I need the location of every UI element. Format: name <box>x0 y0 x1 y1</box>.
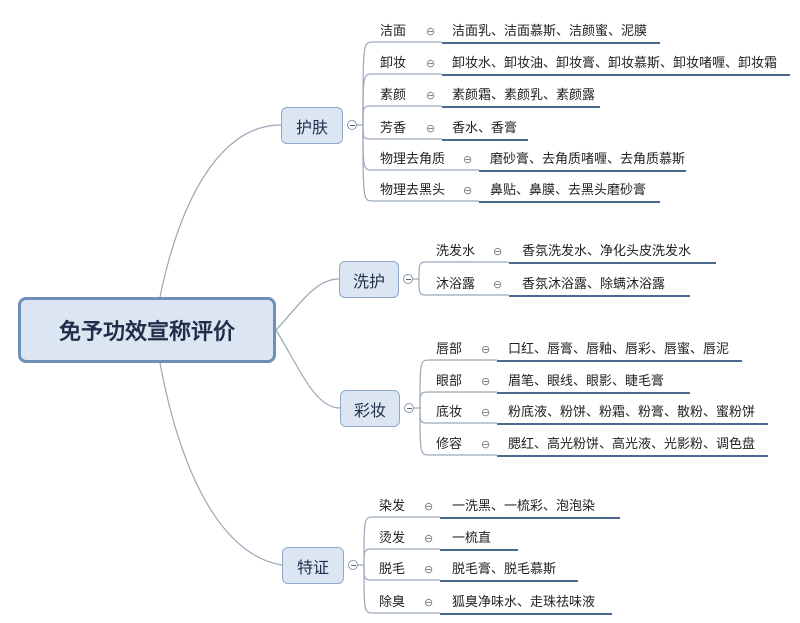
child-node-label[interactable]: 沐浴露 <box>436 277 476 292</box>
child-node-label[interactable]: 卸妆 <box>380 56 407 71</box>
child-node-label[interactable]: 物理去角质 <box>380 152 446 167</box>
connector-line <box>419 391 431 409</box>
branch-node-2[interactable]: 洗护 <box>339 261 399 298</box>
connector-line <box>419 407 431 424</box>
leaf-node-label[interactable]: 香氛沐浴露、除螨沐浴露 <box>522 277 666 292</box>
minus-circle-icon[interactable]: ⊖ <box>493 245 503 258</box>
connector-line <box>363 516 375 566</box>
branch-node-label: 特证 <box>296 557 329 577</box>
collapse-toggle-icon[interactable] <box>403 274 413 284</box>
child-node-label[interactable]: 修容 <box>436 437 463 452</box>
child-node-label[interactable]: 洁面 <box>380 24 407 39</box>
minus-circle-icon[interactable]: ⊖ <box>426 57 436 70</box>
leaf-node-label[interactable]: 香水、香膏 <box>452 121 518 136</box>
minus-circle-icon[interactable]: ⊖ <box>493 278 503 291</box>
connector-line <box>362 124 374 202</box>
connector-line <box>275 329 341 409</box>
child-node-label[interactable]: 芳香 <box>380 121 407 136</box>
connector-line <box>362 124 374 171</box>
leaf-node-label[interactable]: 一梳直 <box>452 531 492 546</box>
child-node-label[interactable]: 烫发 <box>379 531 406 546</box>
minus-circle-icon[interactable]: ⊖ <box>481 343 491 356</box>
leaf-node-label[interactable]: 一洗黑、一梳彩、泡泡染 <box>452 499 596 514</box>
minus-circle-icon[interactable]: ⊖ <box>424 532 434 545</box>
leaf-node-label[interactable]: 磨砂膏、去角质啫喱、去角质慕斯 <box>490 152 686 167</box>
minus-circle-icon[interactable]: ⊖ <box>426 25 436 38</box>
child-node-label[interactable]: 底妆 <box>436 405 463 420</box>
connector-line <box>363 564 375 581</box>
connector-line <box>362 124 374 140</box>
connector-line <box>419 407 431 456</box>
child-node-label[interactable]: 唇部 <box>436 342 463 357</box>
connector-line <box>363 564 375 614</box>
branch-node-4[interactable]: 特证 <box>282 547 344 584</box>
child-node-label[interactable]: 除臭 <box>379 595 406 610</box>
leaf-node-label[interactable]: 鼻贴、鼻膜、去黑头磨砂膏 <box>490 183 647 198</box>
connector-line <box>363 548 375 566</box>
minus-circle-icon[interactable]: ⊖ <box>481 438 491 451</box>
minus-circle-icon[interactable]: ⊖ <box>463 153 473 166</box>
connector-line <box>418 278 430 296</box>
collapse-toggle-icon[interactable] <box>404 403 414 413</box>
root-node[interactable]: 免予功效宣称评价 <box>18 297 276 363</box>
leaf-node-label[interactable]: 卸妆水、卸妆油、卸妆膏、卸妆慕斯、卸妆啫喱、卸妆霜 <box>452 56 778 71</box>
connector-line <box>159 362 283 566</box>
leaf-node-label[interactable]: 素颜霜、素颜乳、素颜露 <box>452 88 596 103</box>
minus-circle-icon[interactable]: ⊖ <box>424 500 434 513</box>
leaf-node-label[interactable]: 狐臭净味水、走珠祛味液 <box>452 595 596 610</box>
connector-line <box>418 261 430 280</box>
leaf-node-label[interactable]: 洁面乳、洁面慕斯、洁颜蜜、泥膜 <box>452 24 648 39</box>
connector-line <box>362 105 374 126</box>
branch-node-1[interactable]: 护肤 <box>281 107 343 144</box>
branch-node-label: 彩妆 <box>353 400 386 420</box>
leaf-node-label[interactable]: 粉底液、粉饼、粉霜、粉膏、散粉、蜜粉饼 <box>508 405 756 420</box>
minus-circle-icon[interactable]: ⊖ <box>424 563 434 576</box>
minus-circle-icon[interactable]: ⊖ <box>481 375 491 388</box>
leaf-node-label[interactable]: 眉笔、眼线、眼影、睫毛膏 <box>508 374 665 389</box>
child-node-label[interactable]: 眼部 <box>436 374 463 389</box>
connector-line <box>419 359 431 409</box>
child-node-label[interactable]: 染发 <box>379 499 406 514</box>
connector-line <box>159 124 282 298</box>
child-node-label[interactable]: 物理去黑头 <box>380 183 446 198</box>
minus-circle-icon[interactable]: ⊖ <box>424 596 434 609</box>
minus-circle-icon[interactable]: ⊖ <box>426 89 436 102</box>
leaf-node-label[interactable]: 脱毛膏、脱毛慕斯 <box>452 562 557 577</box>
child-node-label[interactable]: 脱毛 <box>379 562 406 577</box>
minus-circle-icon[interactable]: ⊖ <box>481 406 491 419</box>
leaf-node-label[interactable]: 口红、唇膏、唇釉、唇彩、唇蜜、唇泥 <box>508 342 730 357</box>
leaf-node-label[interactable]: 香氛洗发水、净化头皮洗发水 <box>522 244 692 259</box>
branch-node-3[interactable]: 彩妆 <box>340 390 400 427</box>
connector-line <box>362 41 374 126</box>
child-node-label[interactable]: 素颜 <box>380 88 407 103</box>
branch-node-label: 护肤 <box>295 117 328 137</box>
connector-line <box>275 278 340 331</box>
root-node-label: 免予功效宣称评价 <box>58 320 235 345</box>
connector-line <box>362 73 374 126</box>
collapse-toggle-icon[interactable] <box>348 560 358 570</box>
leaf-node-label[interactable]: 腮红、高光粉饼、高光液、光影粉、调色盘 <box>508 437 756 452</box>
child-node-label[interactable]: 洗发水 <box>436 244 476 259</box>
minus-circle-icon[interactable]: ⊖ <box>426 122 436 135</box>
branch-node-label: 洗护 <box>352 271 385 291</box>
collapse-toggle-icon[interactable] <box>347 120 357 130</box>
minus-circle-icon[interactable]: ⊖ <box>463 184 473 197</box>
